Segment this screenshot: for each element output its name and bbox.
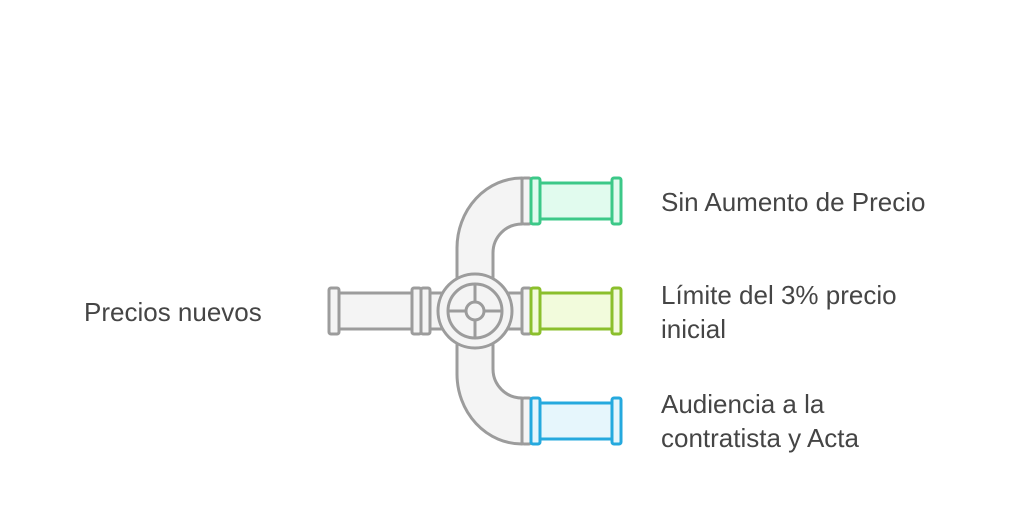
output-pipe-1 bbox=[529, 176, 623, 226]
output-pipe-start-flange bbox=[529, 176, 542, 226]
input-pipe-body bbox=[335, 291, 416, 331]
output-pipe-3 bbox=[529, 396, 623, 446]
output-pipe-body bbox=[536, 401, 616, 441]
upper-elbow-pipe bbox=[455, 176, 524, 294]
output-label-3: Audiencia a la contratista y Acta bbox=[661, 389, 859, 453]
output-pipe-end-flange bbox=[610, 286, 623, 336]
input-label: Precios nuevos bbox=[84, 297, 262, 327]
output-pipe-body bbox=[536, 181, 616, 221]
output-pipe-start-flange bbox=[529, 286, 542, 336]
output-label-2: Límite del 3% precio inicial bbox=[661, 280, 897, 344]
input-pipe-end-flange bbox=[327, 286, 341, 336]
output-pipe-end-flange bbox=[610, 396, 623, 446]
valve-wheel-icon bbox=[436, 272, 514, 350]
output-pipe-2 bbox=[529, 286, 623, 336]
output-label-1: Sin Aumento de Precio bbox=[661, 187, 926, 217]
output-pipe-body bbox=[536, 291, 616, 331]
output-pipe-start-flange bbox=[529, 396, 542, 446]
lower-elbow-pipe bbox=[455, 328, 524, 446]
output-pipe-end-flange bbox=[610, 176, 623, 226]
